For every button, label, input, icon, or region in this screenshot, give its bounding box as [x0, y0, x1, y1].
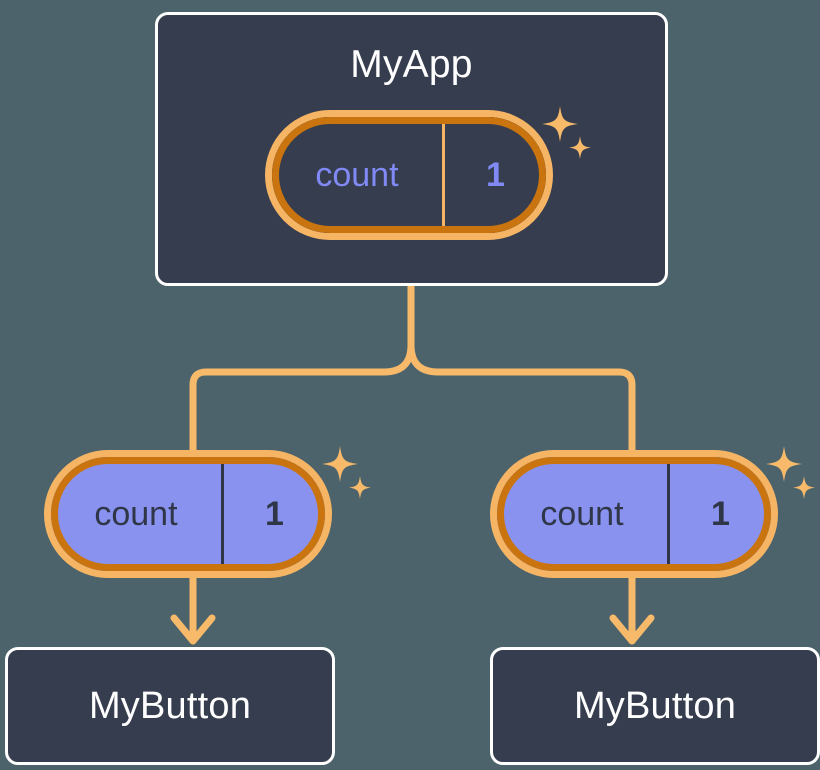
component-node-mybutton-2[interactable]: MyButton [490, 647, 820, 765]
signal-name: count [540, 495, 624, 533]
signal-value: 1 [441, 117, 546, 233]
sparkle-icon [766, 446, 802, 482]
signal-pill-body: count 1 [497, 457, 771, 571]
signal-pill-body: count 1 [51, 457, 325, 571]
signal-pill-child-1[interactable]: count 1 [44, 450, 332, 578]
component-label: MyButton [573, 685, 737, 727]
page-title: MyApp [350, 43, 473, 86]
signal-pill-child-2[interactable]: count 1 [490, 450, 778, 578]
signal-value: 1 [220, 457, 325, 571]
signal-name: count [94, 495, 178, 533]
wire-branch-right [407, 341, 636, 456]
arrow-down-icon-right [609, 614, 655, 645]
component-node-mybutton-1[interactable]: MyButton [5, 647, 335, 765]
sparkle-icon [793, 476, 815, 499]
signal-pill-body: count 1 [272, 117, 546, 233]
wire-branch-left [189, 341, 415, 456]
sparkle-icon [322, 446, 358, 482]
signal-pill-root[interactable]: count 1 [265, 110, 553, 240]
arrow-down-icon-left [170, 614, 216, 645]
signal-value: 1 [666, 457, 771, 571]
component-label: MyButton [88, 685, 252, 727]
sparkle-icon [349, 476, 371, 499]
signal-name: count [315, 156, 399, 194]
